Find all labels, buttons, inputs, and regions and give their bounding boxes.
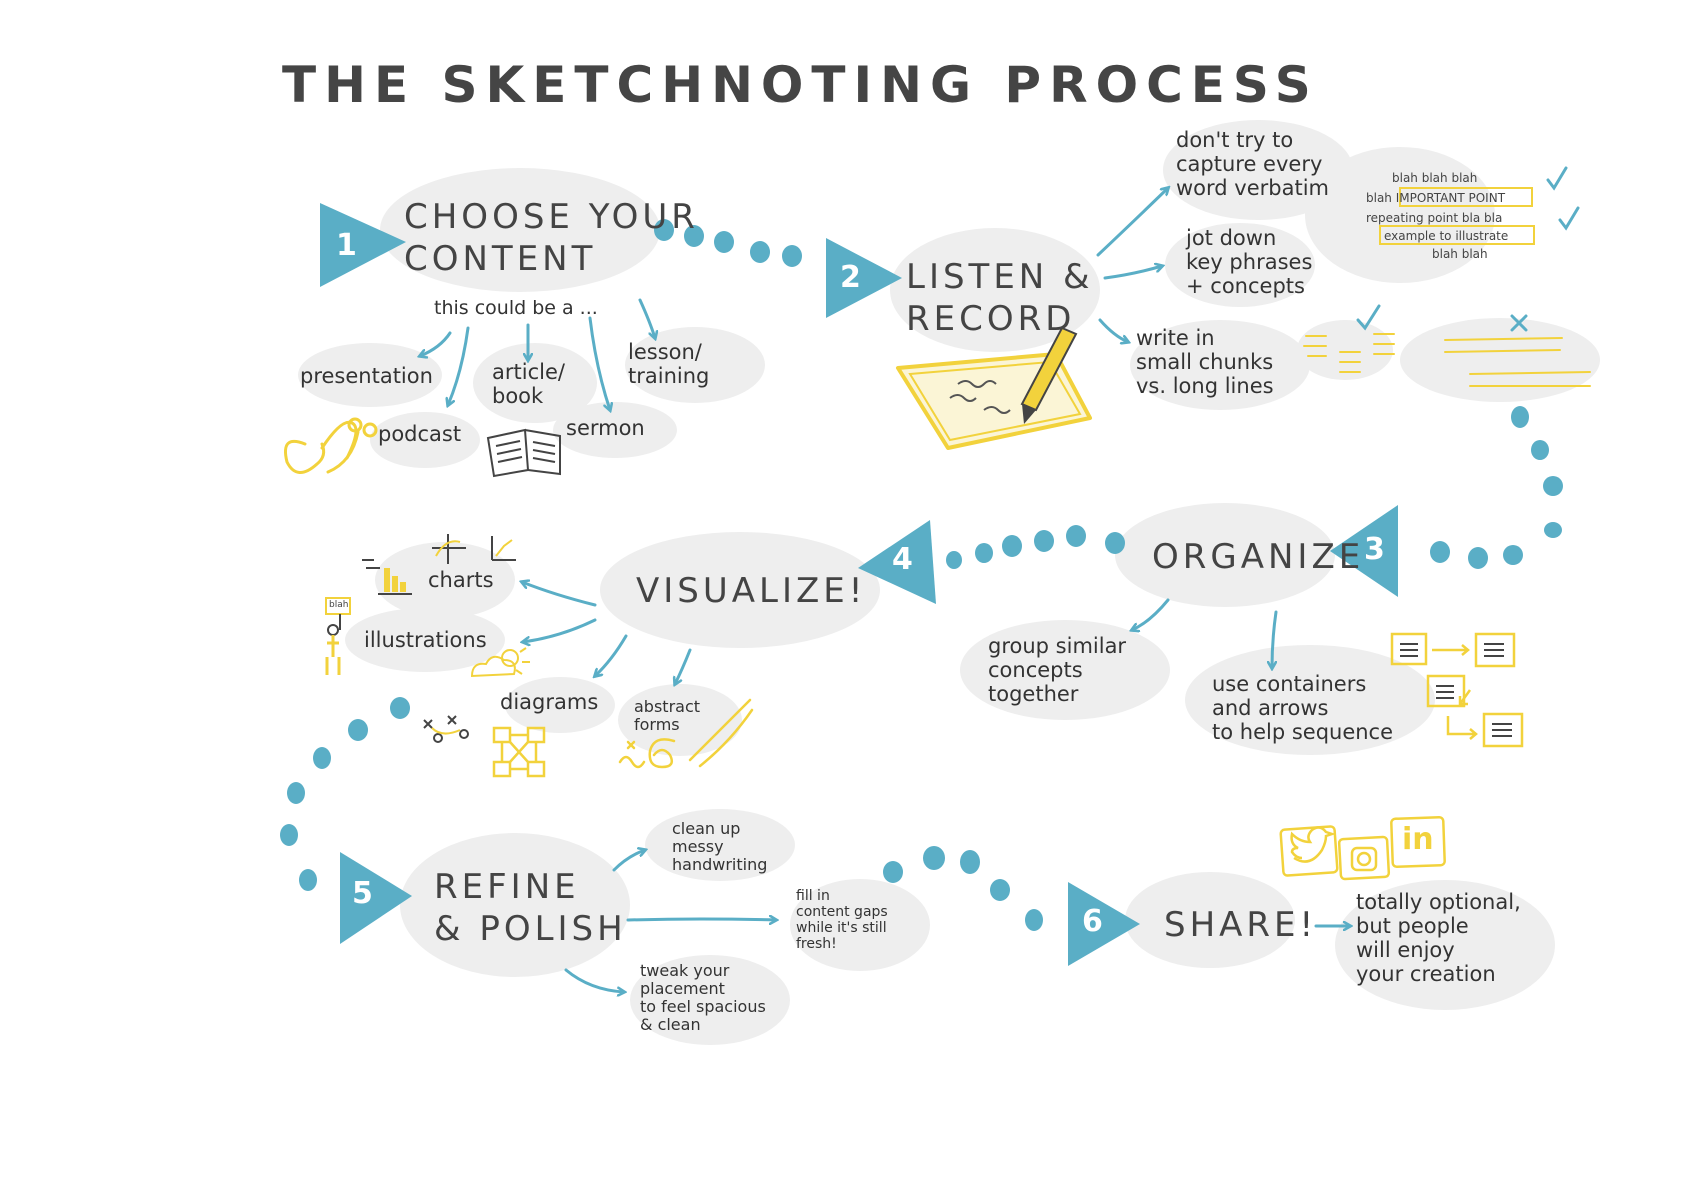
content-option-lesson-training: lesson/ training [628, 340, 710, 388]
example-line-5: blah blah [1432, 247, 1488, 261]
organize-tip-containers: use containers and arrows to help sequen… [1212, 672, 1394, 744]
step-6-marker [1068, 882, 1140, 966]
visualize-option-charts: charts [428, 568, 494, 592]
step-4-number: 4 [892, 542, 913, 577]
refine-tip-content-gaps: fill in content gaps while it's still fr… [796, 888, 888, 952]
listen-tip-key-phrases: jot down key phrases + concepts [1186, 226, 1313, 298]
container-lines [1400, 643, 1512, 737]
abstract-forms-icon [618, 698, 754, 769]
charts-icon [362, 534, 516, 595]
step-markers [320, 203, 1398, 966]
social-icons [1279, 815, 1446, 881]
content-option-article-book: article/ book [492, 360, 565, 408]
step-6-number: 6 [1082, 904, 1103, 939]
visualize-option-illustrations: illustrations [364, 628, 487, 652]
visualize-option-abstract-forms: abstract forms [634, 697, 701, 734]
content-option-podcast: podcast [378, 422, 462, 446]
highlight-boxes [1379, 187, 1535, 245]
step-1-marker [320, 203, 406, 287]
sign-text: blah [329, 600, 349, 610]
diagram-icon [423, 715, 546, 778]
cross-icon [1510, 314, 1528, 332]
listen-tip-verbatim: don't try to capture every word verbatim [1176, 128, 1329, 200]
linkedin-label: in [1402, 822, 1434, 857]
cloud-sun-icon [470, 647, 530, 678]
example-line-3: repeating point bla bla [1366, 211, 1503, 225]
twitter-icon [1279, 825, 1339, 877]
step-4-label: VISUALIZE! [636, 571, 867, 611]
check-icons [1356, 166, 1580, 331]
content-option-presentation: presentation [300, 364, 433, 388]
visualize-option-diagrams: diagrams [500, 690, 599, 714]
flow-arrows [420, 188, 1350, 992]
example-line-4: example to illustrate [1384, 229, 1509, 243]
step-3-marker [1330, 505, 1398, 597]
step-3-number: 3 [1364, 532, 1385, 567]
page-title: THE SKETCHNOTING PROCESS [282, 56, 1319, 114]
step-6-label: SHARE! [1164, 905, 1318, 945]
background-blobs [298, 120, 1600, 1045]
linkedin-icon [1390, 815, 1446, 869]
example-line-2: blah IMPORTANT POINT [1366, 191, 1506, 205]
book-icon [486, 428, 561, 478]
step-1-label: CHOOSE YOUR CONTENT [404, 197, 699, 279]
step-3-label: ORGANIZE [1152, 537, 1365, 577]
listen-tip-small-chunks: write in small chunks vs. long lines [1136, 326, 1274, 398]
step-1-number: 1 [336, 228, 357, 263]
line-examples [1303, 333, 1591, 387]
step-2-label: LISTEN & RECORD [906, 257, 1094, 339]
content-intro: this could be a ... [434, 297, 598, 319]
step-4-marker [858, 520, 936, 604]
instagram-icon [1337, 835, 1391, 881]
person-icon [325, 597, 351, 675]
step-5-number: 5 [352, 876, 373, 911]
step-5-marker [340, 852, 412, 944]
refine-tip-handwriting: clean up messy handwriting [672, 819, 768, 874]
flow-dots [280, 219, 1563, 931]
content-option-sermon: sermon [566, 416, 645, 440]
example-line-1: blah blah blah [1392, 171, 1478, 185]
earphones-icon [284, 417, 378, 474]
share-note: totally optional, but people will enjoy … [1356, 890, 1521, 986]
step-5-label: REFINE & POLISH [434, 867, 627, 949]
step-2-marker [826, 238, 902, 318]
container-sketches [1390, 632, 1524, 748]
refine-tip-placement: tweak your placement to feel spacious & … [640, 961, 766, 1034]
step-2-number: 2 [840, 260, 861, 295]
organize-tip-group: group similar concepts together [988, 634, 1127, 706]
tablet-pencil-icon [896, 326, 1092, 450]
